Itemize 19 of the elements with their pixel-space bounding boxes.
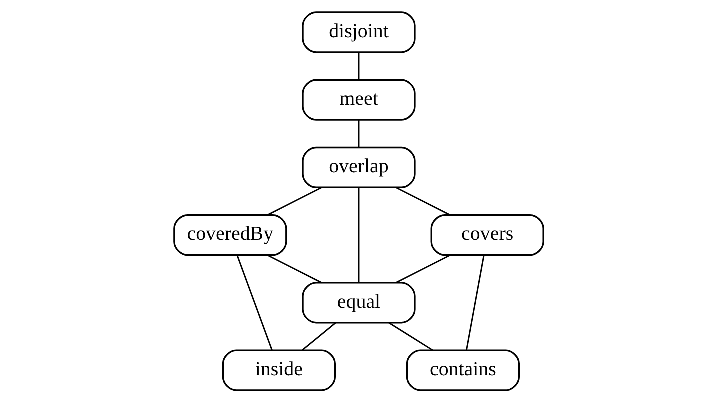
connector — [395, 187, 450, 216]
connector — [395, 254, 450, 284]
node-box: coveredBy — [173, 214, 287, 256]
connector — [236, 255, 272, 351]
node-box: meet — [302, 79, 416, 121]
connector — [302, 322, 336, 351]
node-box: overlap — [302, 146, 416, 188]
connector — [358, 120, 360, 148]
node-box: inside — [222, 350, 336, 392]
connector — [388, 322, 433, 352]
connector — [266, 254, 322, 284]
connector — [266, 187, 322, 216]
node-box: equal — [302, 282, 416, 324]
connector — [358, 52, 360, 80]
connector — [465, 255, 484, 351]
node-box: covers — [430, 214, 544, 256]
connector — [358, 188, 360, 283]
node-box: contains — [406, 350, 520, 392]
node-box: disjoint — [302, 12, 416, 54]
